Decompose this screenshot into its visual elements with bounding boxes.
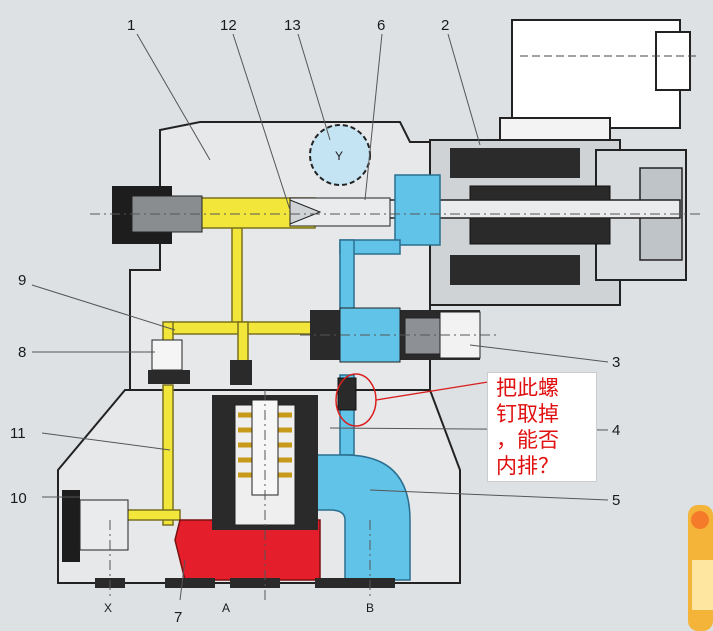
solenoid-connector-box <box>499 19 700 141</box>
label-2: 2 <box>441 17 449 34</box>
annotation-line-4: 内排？ <box>496 454 559 478</box>
annotation-line-2: 钉取掉 <box>496 402 559 426</box>
label-12: 12 <box>220 17 237 34</box>
label-11: 11 <box>10 425 26 442</box>
drain-screw <box>337 377 357 411</box>
plug-10 <box>62 490 129 562</box>
label-3: 3 <box>612 354 620 371</box>
label-9: 9 <box>18 272 26 289</box>
port-a: A <box>222 601 230 615</box>
port-b: B <box>366 601 374 615</box>
label-4: 4 <box>612 422 620 439</box>
port-x: X <box>104 601 112 615</box>
label-7: 7 <box>174 609 182 626</box>
annotation-line-1: 把此螺 <box>496 376 559 400</box>
annotation-box: 把此螺 钉取掉 ，能否 内排？ <box>487 372 597 482</box>
callout-pointer <box>375 381 489 401</box>
leader-lines <box>31 33 609 601</box>
label-5: 5 <box>612 492 620 509</box>
label-10: 10 <box>10 490 27 507</box>
annotation-line-3: ，能否 <box>496 428 559 452</box>
label-13: 13 <box>284 17 301 34</box>
port-y: Y <box>335 149 343 163</box>
sticker-decoration <box>688 505 713 631</box>
pilot-poppet-assembly <box>112 186 391 244</box>
label-1: 1 <box>127 17 135 34</box>
label-6: 6 <box>377 17 385 34</box>
plug-8 <box>148 339 190 384</box>
plug-9 <box>230 360 252 385</box>
label-8: 8 <box>18 344 26 361</box>
